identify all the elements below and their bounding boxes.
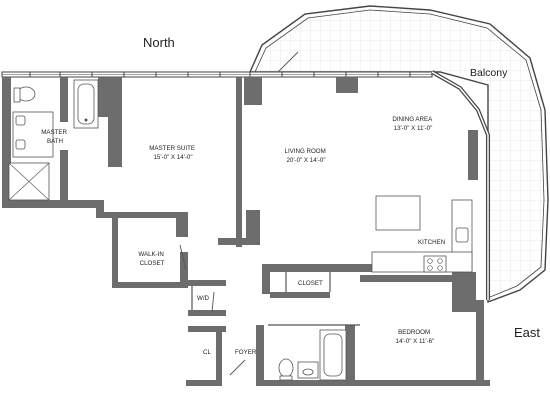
- partitions: [191, 272, 360, 326]
- living-room-label: LIVING ROOM 20'-0" X 14'-0": [285, 148, 328, 164]
- master-bath-fixtures: [8, 79, 99, 201]
- master-bath-label: MASTER BATH: [41, 129, 69, 145]
- north-exterior-wall: [1, 71, 433, 78]
- walk-in-closet-label: WALK-IN CLOSET: [138, 251, 165, 267]
- window-mullions: [29, 72, 411, 77]
- east-label: East: [514, 325, 540, 340]
- cl-label: CL: [203, 349, 211, 356]
- bedroom-label: BEDROOM 14'-0" X 11'-6": [396, 329, 435, 345]
- bedroom-bath-fixtures: [278, 329, 347, 381]
- closet-label: CLOSET: [298, 280, 323, 287]
- kitchen-label: KITCHEN: [418, 239, 445, 246]
- wd-label: W/D: [197, 295, 210, 302]
- foyer-label: FOYER: [235, 349, 257, 356]
- balcony-label: Balcony: [470, 67, 508, 79]
- dining-area-label: DINING AREA 13'-0" X 11'-0": [392, 116, 433, 132]
- kitchen-fixtures: [371, 195, 473, 273]
- master-suite-label: MASTER SUITE 15'-0" X 14'-0": [149, 145, 196, 161]
- doors: [179, 51, 299, 376]
- north-label: North: [143, 35, 175, 50]
